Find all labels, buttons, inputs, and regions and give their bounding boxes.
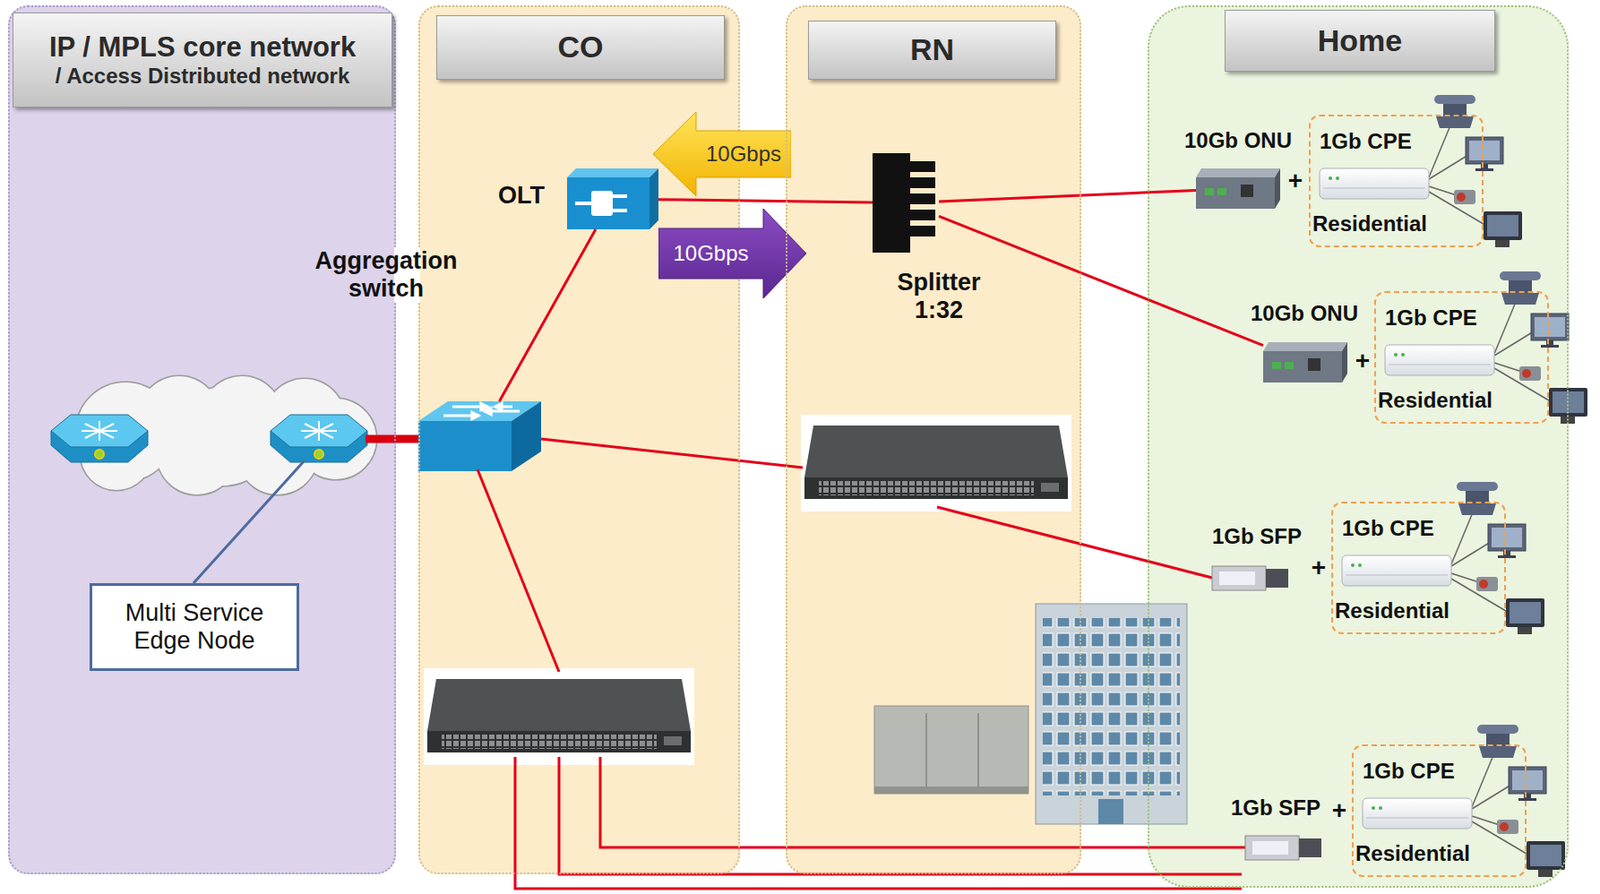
cpe-text: Residential (1312, 211, 1428, 237)
fiber-links (477, 438, 1246, 889)
street-cabinet (874, 705, 1029, 794)
fiber-connector (658, 199, 873, 203)
node-label: OLT (498, 181, 545, 210)
sfp-node: 1Gb SFP (1245, 836, 1322, 861)
co-switch (423, 668, 695, 766)
fiber-connector (498, 229, 596, 402)
splitter-node: Splitter 1:32 (872, 153, 939, 253)
region-title: Home (1317, 23, 1403, 59)
arrow-body (658, 208, 807, 299)
cpe-group: 1Gb CPE Residential (1331, 501, 1506, 635)
cpe-text: 1Gb CPE (1384, 305, 1478, 331)
node-label: 1Gb SFP (1212, 524, 1302, 550)
cpe-text: 1Gb CPE (1319, 129, 1412, 155)
plus-sign: + (1288, 166, 1303, 196)
olt-icon (567, 168, 659, 230)
region-title: IP / MPLS core network (49, 31, 356, 64)
node-label: 1Gb SFP (1230, 795, 1321, 821)
core-link (365, 435, 421, 444)
cpe-text: 1Gb CPE (1341, 516, 1435, 542)
box-text: Multi Service Edge Node (99, 599, 290, 655)
home-ground (1147, 5, 1569, 888)
core-ground (8, 5, 396, 875)
plus-sign: + (1355, 346, 1370, 376)
fiber-connector (938, 190, 1196, 202)
fiber-connector (938, 215, 1264, 345)
plus-sign: + (1332, 796, 1347, 826)
onu-icon (1263, 342, 1348, 383)
onu-node: 10Gb ONU (1195, 168, 1281, 209)
onu-icon (1195, 168, 1281, 209)
bandwidth-label: 10Gbps (696, 111, 792, 197)
sfp-icon (1212, 566, 1289, 591)
switch-icon (418, 401, 542, 472)
cpe-group: 1Gb CPE Residential (1374, 291, 1549, 424)
downstream-arrow: 10Gbps (658, 208, 807, 299)
cpe-text: Residential (1355, 841, 1471, 867)
sfp-icon (1245, 835, 1322, 861)
sfp-node: 1Gb SFP (1212, 566, 1289, 591)
header-bar: RN (808, 20, 1057, 80)
router-icon (270, 414, 368, 463)
node-label: 10Gb ONU (1250, 301, 1359, 327)
region-panel: Home 10Gb ONU 1Gb CPE Residential 10Gb ONU 1G… (1147, 5, 1569, 888)
cpe-group: 1Gb CPE Residential (1308, 114, 1484, 248)
bandwidth-label: 10Gbps (658, 208, 764, 299)
splitter-icon (872, 153, 936, 253)
node-label: Aggregation switch (301, 247, 472, 303)
region-title: CO (558, 29, 604, 65)
cpe-text: 1Gb CPE (1362, 758, 1455, 784)
rn-switch (800, 414, 1072, 512)
plus-sign: + (1311, 553, 1326, 583)
header-bar: Home (1224, 9, 1496, 72)
arrow-body (653, 111, 792, 197)
region-title: RN (910, 32, 955, 68)
upstream-arrow: 10Gbps (653, 111, 792, 197)
region-title: / Access Distributed network (55, 63, 351, 89)
olt-node: OLT (567, 168, 659, 230)
cpe-group: 1Gb CPE Residential (1351, 744, 1527, 878)
leader-line (193, 460, 305, 584)
aggregation-switch: Aggregation switch (418, 401, 542, 472)
node-label: 10Gb ONU (1184, 128, 1292, 154)
router-icon (51, 414, 148, 463)
callout-box: Multi Service Edge Node (89, 583, 300, 671)
node-label: Splitter 1:32 (880, 268, 998, 325)
header-bar: IP / MPLS core network/ Access Distribut… (12, 12, 393, 108)
onu-node: 10Gb ONU (1263, 342, 1348, 383)
header-bar: CO (436, 15, 725, 80)
region-panel: IP / MPLS core network/ Access Distribut… (8, 5, 396, 875)
cpe-text: Residential (1334, 598, 1450, 624)
region-panel: RN Splitter 1:32 (785, 5, 1082, 875)
cpe-text: Residential (1377, 387, 1493, 413)
building (1035, 603, 1188, 825)
